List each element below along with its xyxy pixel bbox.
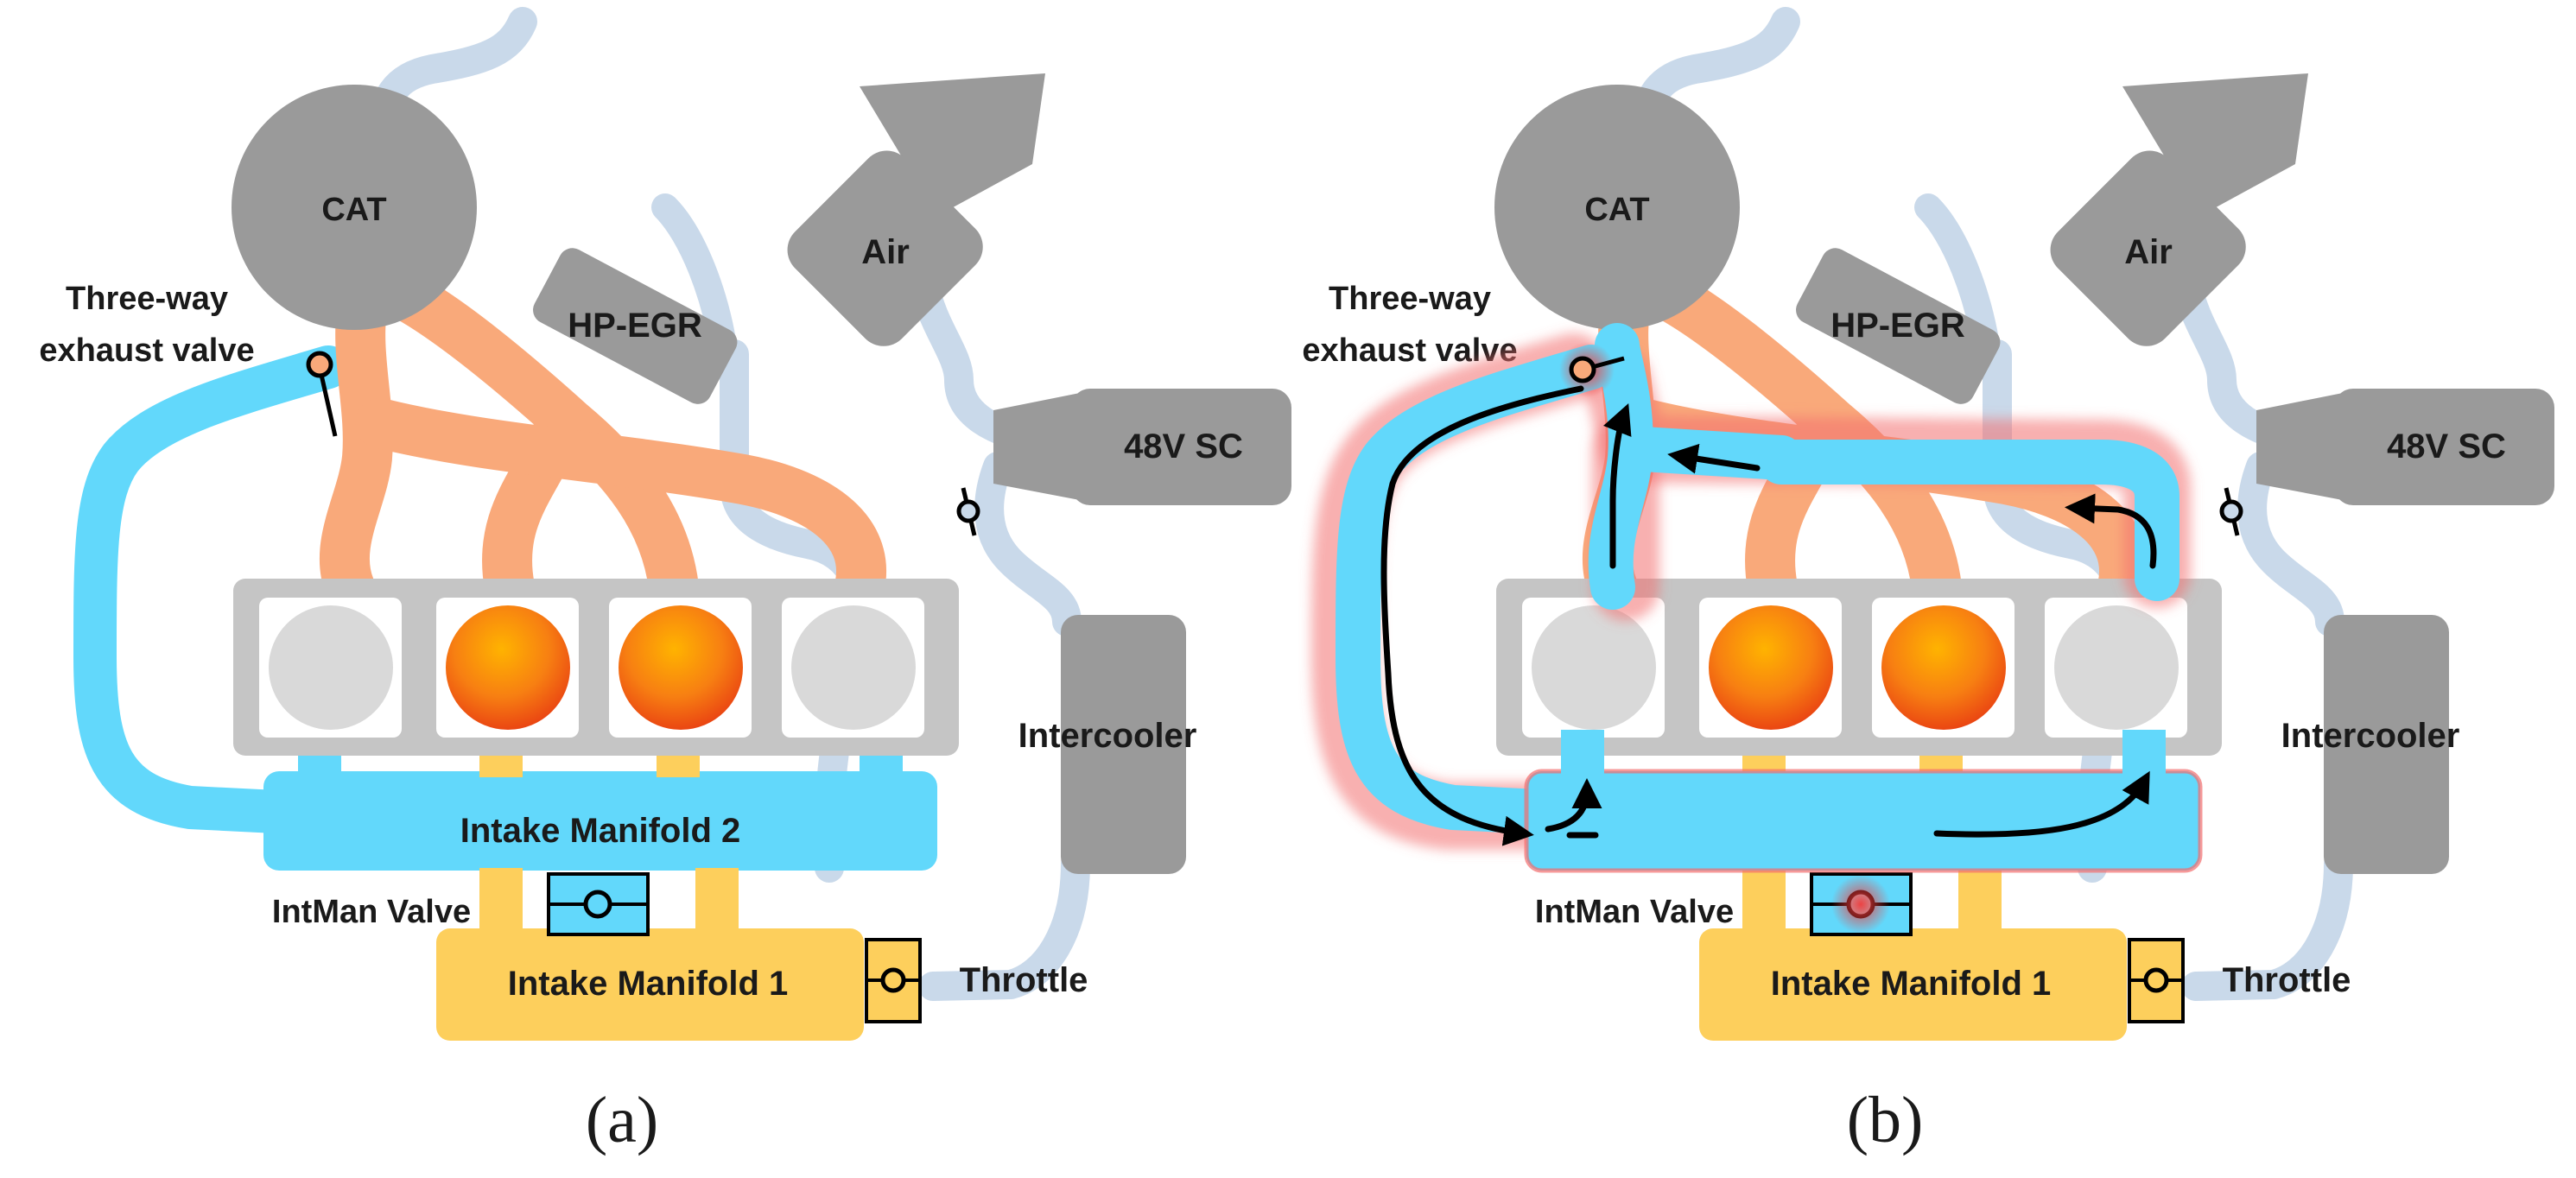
intman-valve-label: IntMan Valve (1535, 894, 1734, 930)
panel-caption: (a) (586, 1084, 658, 1156)
catalyst-icon (1494, 85, 1740, 330)
intman-valve-glow (1831, 875, 1890, 934)
air-label: Air (2124, 233, 2173, 271)
hp-egr-label: HP-EGR (1830, 307, 1965, 345)
hp-egr-body (1796, 248, 2001, 404)
air-filter-box (787, 150, 983, 346)
flow-arrow-runner-1 (1545, 778, 1602, 833)
intake-runner-1-highlight (1561, 730, 1604, 777)
intake-manifold-1-label: Intake Manifold 1 (1771, 965, 2052, 1003)
three-way-valve-label-line2: exhaust valve (39, 332, 254, 369)
three-way-valve-label-line1: Three-way (66, 281, 228, 317)
cylinder-3 (619, 605, 743, 730)
cylinder-3 (1881, 605, 2006, 730)
intake-manifold-1-body (436, 928, 864, 1041)
intercooler-label: Intercooler (1018, 717, 1197, 755)
sc-bypass-valve-icon (2219, 487, 2243, 536)
intake-manifold-2-label: Intake Manifold 2 (460, 812, 741, 850)
intman-valve-label: IntMan Valve (272, 894, 471, 930)
air-inlet: Air (2050, 73, 2308, 346)
cylinder-2 (1709, 605, 1833, 730)
exhaust-runner-4 (355, 398, 886, 612)
flow-arrow-bypass-top (1667, 443, 1761, 474)
supercharger-inlet (993, 393, 1084, 501)
intake-manifold-2-body (263, 771, 937, 871)
flow-arrows (1380, 385, 2157, 846)
intake-manifold-1 (436, 738, 864, 1041)
cylinder-1 (1532, 605, 1656, 730)
hp-egr-cooler: HP-EGR (533, 248, 738, 404)
hp-egr-label: HP-EGR (568, 307, 702, 345)
engine-block (233, 579, 959, 756)
exhaust-runner-1 (319, 277, 393, 612)
intake-manifold-1-riser-left (479, 868, 523, 937)
intake-manifold-1-riser-right (1958, 868, 2002, 937)
intercooler-body (1061, 615, 1186, 874)
sc-bypass-valve-icon (956, 487, 980, 536)
flow-arrow-exhaust-1 (1602, 402, 1632, 569)
cylinder-2 (446, 605, 570, 730)
supercharger-inlet (2256, 393, 2347, 501)
bypass-loop-pipe (73, 345, 350, 833)
flow-arrow-exhaust-4 (2065, 493, 2157, 569)
three-way-valve-open-icon (1569, 356, 1625, 383)
egr-flow-highlight (1311, 323, 2203, 934)
air-label: Air (861, 233, 910, 271)
intercooler-label: Intercooler (2281, 717, 2460, 755)
intake-runner-4-highlight (2122, 730, 2166, 777)
intercooler-to-throttle-pipe (918, 849, 1090, 1001)
cylinder-4 (2054, 605, 2179, 730)
supercharger-body (1071, 389, 1291, 505)
catalyst-label: CAT (1584, 192, 1649, 228)
supercharger-label: 48V SC (2387, 428, 2506, 466)
air-inlet-horn (860, 73, 1045, 216)
supercharger: 48V SC (2256, 389, 2554, 505)
air-inlet-horn (2122, 73, 2308, 216)
hp-egr-cooler: HP-EGR (1796, 248, 2001, 404)
engine-block-body (233, 579, 959, 756)
hp-egr-body (533, 248, 738, 404)
catalyst-icon (232, 85, 477, 330)
throttle-label: Throttle (960, 961, 1088, 999)
cylinder-4 (791, 605, 916, 730)
throttle-label: Throttle (2223, 961, 2351, 999)
throttle-icon (865, 938, 922, 1023)
intercooler-body (2324, 615, 2449, 874)
supercharger-body (2334, 389, 2554, 505)
supercharger: 48V SC (993, 389, 1291, 505)
catalyst-label: CAT (321, 192, 386, 228)
throttle-icon (2128, 938, 2185, 1023)
engine-block-body (1496, 579, 2222, 756)
air-inlet: Air (787, 73, 1045, 346)
intake-manifold-1-label: Intake Manifold 1 (508, 965, 789, 1003)
three-way-valve-label-line1: Three-way (1329, 281, 1491, 317)
sc-to-intercooler-pipe (974, 452, 1082, 636)
intake-manifold-1-body (1699, 928, 2127, 1041)
intman-valve-icon (547, 872, 650, 936)
engine-block (1496, 579, 2222, 756)
intercooler-to-throttle-pipe (2181, 849, 2353, 1001)
flow-arrow-runner-4 (1933, 770, 2150, 838)
three-way-valve-icon (306, 351, 338, 437)
intake-manifold-1-riser-right (695, 868, 739, 937)
panel-caption: (b) (1847, 1084, 1924, 1156)
air-filter-box (2050, 150, 2246, 346)
panel-b: CAT HP-EGR Air 48V SC Intercooler (1302, 7, 2554, 1156)
flow-arrow-loop (1380, 385, 1584, 846)
sc-to-intercooler-pipe (2237, 452, 2344, 636)
panel-a: CAT HP-EGR Air 48V SC Intercooler (39, 7, 1291, 1156)
supercharger-label: 48V SC (1124, 428, 1243, 466)
intake-manifold-1-riser-left (1742, 868, 1786, 937)
cylinder-1 (269, 605, 393, 730)
